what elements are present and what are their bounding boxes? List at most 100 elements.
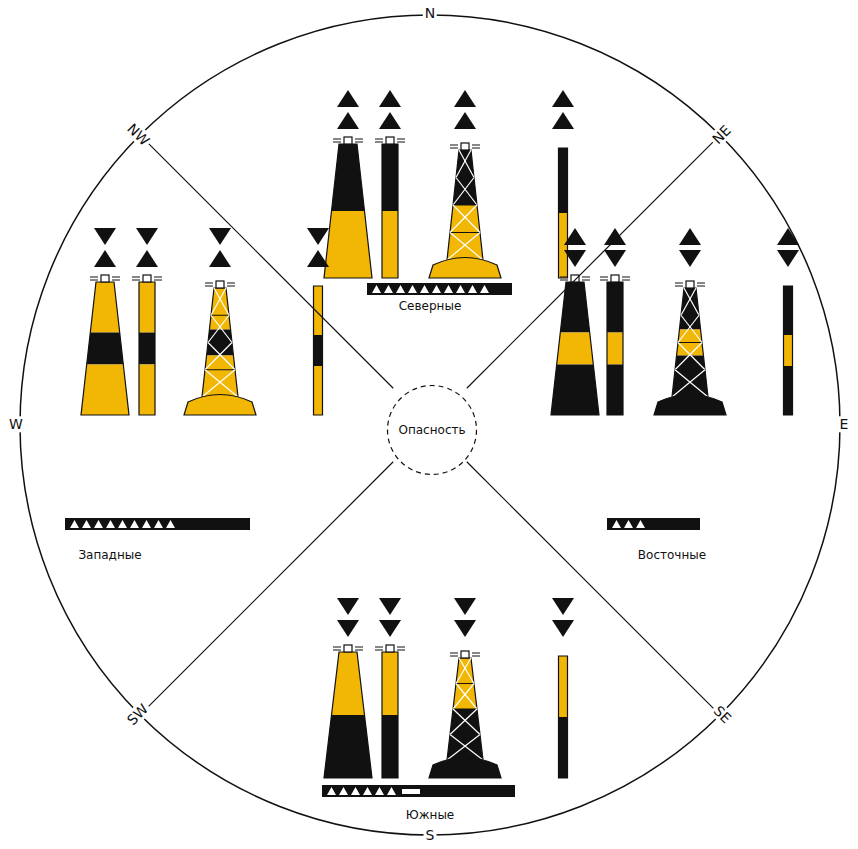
pillar-buoy [324,645,372,778]
buoy-band [382,144,398,211]
flash-symbol [106,520,115,528]
lattice-strut [205,370,238,397]
light-ray [397,647,405,648]
light-ray [560,277,568,278]
lattice-strut [208,315,229,342]
flash-symbol [432,285,441,293]
lattice-strut [459,658,474,684]
bearing-line [467,462,720,715]
flash-symbol [130,520,139,528]
lattice-strut [672,370,705,397]
topmark-cone [136,250,158,267]
topmark-cone [379,620,401,637]
light-rhythm-bar [367,283,512,295]
flash-symbol [420,285,429,293]
light-ray [600,277,608,278]
buoy-light [686,281,694,288]
topmark-cone [337,112,359,129]
light-ray [375,647,383,648]
topmark-cone [337,598,359,615]
light-ray [675,283,683,284]
lattice-strut [678,343,705,370]
light-ray [675,286,683,287]
topmark-cone [454,620,476,637]
light-ray [355,647,363,648]
flash-symbol [444,285,453,293]
flash-symbol [396,285,405,293]
buoy-band [81,364,129,415]
spar-buoy [132,275,162,415]
buoy-band [332,144,365,211]
node-text: Опасность [396,423,467,437]
topmark-cone [454,90,476,107]
lattice-strut [208,343,235,370]
topmark [679,228,701,267]
topmark-cone [209,228,231,245]
pole-mark [559,148,568,278]
topmark-cone [777,250,799,267]
spar-buoy [600,275,630,415]
topmark [209,228,231,267]
buoy-band [453,150,477,205]
lattice-strut [456,658,471,684]
rhythm-bar [65,518,250,530]
flash-symbol [384,285,393,293]
group-label-box: Западные [76,549,143,562]
lattice-strut [450,735,483,761]
light-ray [472,148,480,149]
buoy-outline [672,288,708,397]
group-label: Восточные [636,548,708,562]
topmark [454,598,476,637]
buoy-base [184,395,256,416]
buoy-light [344,645,352,652]
compass-point: SW [122,699,152,729]
flash-symbol [408,285,417,293]
buoy-outline [202,288,238,397]
lattice-strut [684,288,699,315]
light-ray [112,280,120,281]
light-ray [697,286,705,287]
light-ray [355,142,363,143]
lattice-strut [453,709,480,735]
lattice-strut [456,684,477,710]
lattice-strut [211,315,229,316]
buoy-outline [447,658,483,760]
light-ray [355,650,363,651]
topmark-cone [337,620,359,637]
rhythm-bar [367,283,512,295]
topmark-cone [564,250,586,267]
pole-mark [559,656,568,778]
light-ray [375,650,383,651]
light-ray [450,656,458,657]
light-rhythm-bar [65,518,250,530]
light-ray [227,283,235,284]
topmark-cone [337,90,359,107]
topmark-cone [604,228,626,245]
topmark [552,90,574,129]
topmark [379,598,401,637]
topmark [552,598,574,637]
topmark-cone [307,250,329,267]
compass-point: E [838,416,851,432]
buoy-outline [139,282,155,415]
flash-symbol [372,285,381,293]
bearing-line [140,135,393,388]
buoy-band [87,333,124,365]
buoy-band [139,282,155,333]
lattice-strut [456,150,471,178]
dashed-circle [388,386,477,475]
buoy-band [551,364,599,415]
light-ray [333,650,341,651]
group-label: Северные [397,299,464,313]
light-ray [397,650,405,651]
compass-point-box: W [7,417,25,432]
compass-point-box: SW [123,700,153,730]
light-ray [205,283,213,284]
flash-symbol [339,787,348,795]
buoy-base [429,258,501,279]
buoy-light [461,143,469,150]
topmark [337,90,359,129]
buoy-outline [559,656,568,778]
buoy-band [314,335,323,366]
